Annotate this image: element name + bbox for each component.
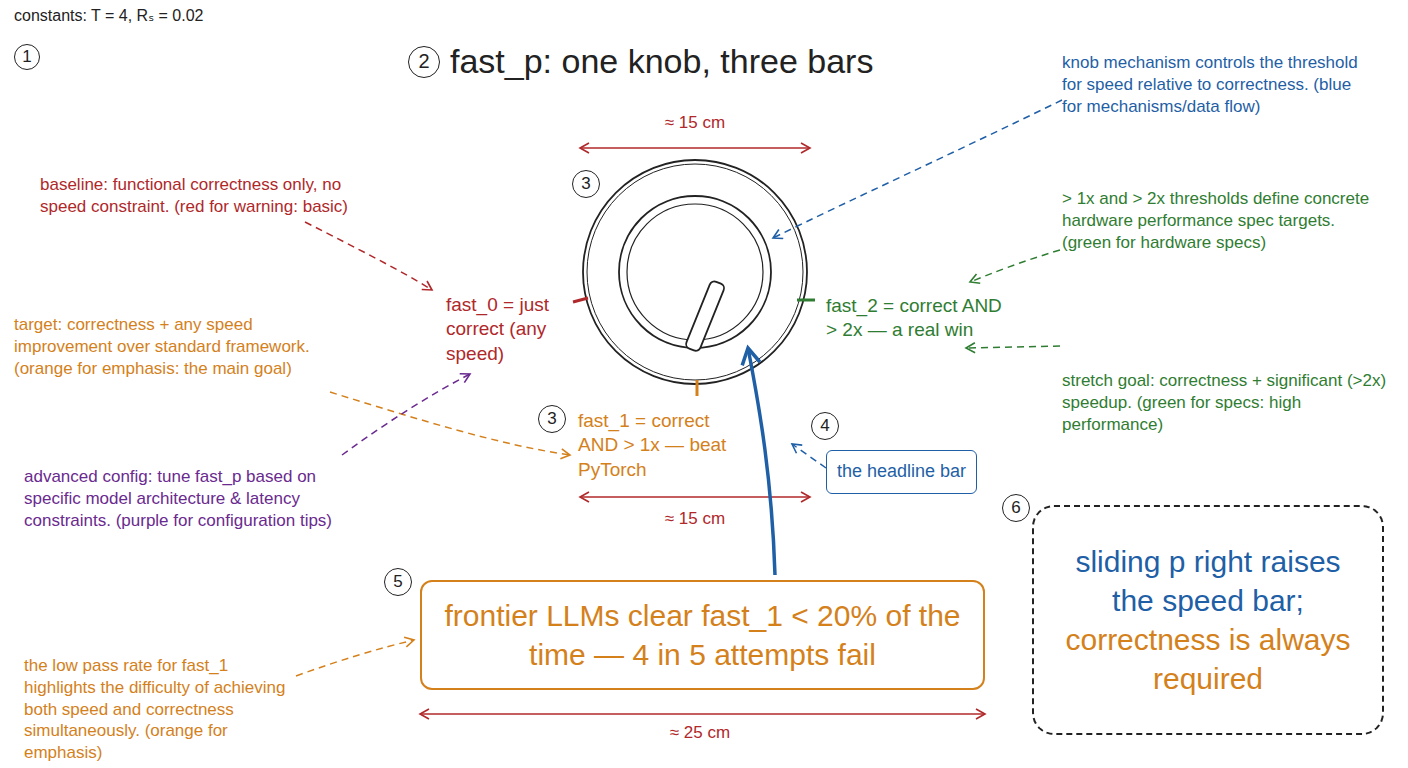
annotation: knob mechanism controls the threshold fo… (1062, 52, 1362, 117)
callout-number: 5 (384, 568, 412, 596)
dimension-label: ≈ 15 cm (635, 508, 755, 530)
node-text: sliding p right raises the speed bar; (1052, 542, 1364, 620)
node-text: the headline bar (837, 460, 966, 483)
annotation: constants: T = 4, Rₛ = 0.02 (14, 6, 204, 26)
annotation: fast_2 = correct AND > 2x — a real win (826, 294, 1011, 343)
callout-number: 4 (811, 412, 839, 440)
dimension-label: ≈ 25 cm (640, 722, 760, 744)
annotation: fast_1 = correct AND > 1x — beat PyTorch (578, 409, 743, 482)
title: fast_p: one knob, three bars (450, 40, 873, 84)
annotation: target: correctness + any speed improvem… (14, 314, 344, 379)
annotation: fast_0 = just correct (any speed) (446, 293, 576, 366)
dimension-label: ≈ 15 cm (635, 112, 755, 134)
callout-number: 3 (538, 405, 566, 433)
callout-number: 1 (14, 44, 40, 70)
callout-number: 2 (408, 46, 440, 78)
annotation: > 1x and > 2x thresholds define concrete… (1062, 188, 1378, 253)
highlight-box: frontier LLMs clear fast_1 < 20% of the … (420, 580, 985, 690)
callout-number: 3 (572, 170, 600, 198)
annotation: the low pass rate for fast_1 highlights … (24, 655, 286, 764)
annotation: baseline: functional correctness only, n… (40, 174, 352, 218)
node-text: correctness is always required (1052, 620, 1364, 698)
annotation: advanced config: tune fast_p based on sp… (24, 466, 354, 531)
note-box: sliding p right raises the speed bar;cor… (1032, 505, 1384, 735)
tag-box: the headline bar (826, 450, 977, 494)
callout-number: 6 (1002, 494, 1030, 522)
node-text: frontier LLMs clear fast_1 < 20% of the … (440, 596, 965, 674)
annotation: stretch goal: correctness + significant … (1062, 370, 1402, 435)
knob (583, 160, 807, 384)
